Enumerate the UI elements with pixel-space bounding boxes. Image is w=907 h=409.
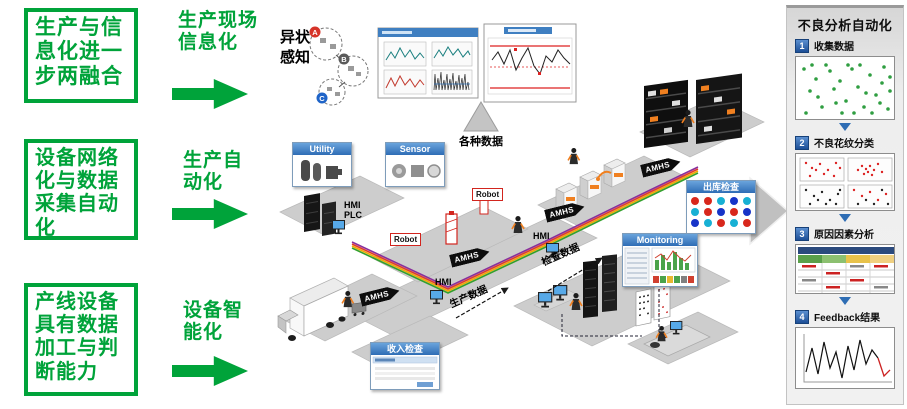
- step-label-2: 不良花纹分类: [814, 139, 874, 150]
- defect-pattern-maps: [795, 153, 895, 211]
- plc-label: PLC: [344, 210, 362, 220]
- transformation-box-2: 设备网络化与数据采集自动化: [24, 139, 138, 240]
- robot-label: Robot: [472, 188, 504, 201]
- office-desk: [643, 321, 711, 357]
- badge-a: A: [312, 28, 318, 37]
- server-rack: [602, 254, 617, 312]
- badge-c: C: [319, 94, 325, 103]
- step-number-3: 3: [795, 226, 809, 241]
- sensor-panel: Sensor: [385, 142, 445, 187]
- server-rack: [583, 260, 598, 318]
- defect-analysis-panel: 不良分析自动化 1 收集数据 2 不良花纹分类: [786, 5, 904, 405]
- analysis-monitors: [533, 285, 581, 312]
- defect-map-board: [653, 280, 671, 321]
- equipment-cabinet: [322, 201, 336, 236]
- analysis-step-3: 3 原因因素分析: [795, 226, 895, 241]
- step-number-4: 4: [795, 309, 809, 324]
- stage-arrow-1-icon: [172, 79, 248, 109]
- transformation-box-3: 产线设备具有数据加工与判断能力: [24, 283, 138, 396]
- sensor-panel-title: Sensor: [386, 143, 444, 155]
- defect-map-board: [635, 288, 652, 327]
- collected-data-scatter: [795, 56, 895, 120]
- monitoring-title: Monitoring: [623, 234, 697, 246]
- step-label-3: 原因因素分析: [814, 230, 874, 241]
- truck-icon: [277, 277, 349, 341]
- incoming-inspection-panel: 收入检查: [370, 342, 440, 390]
- stage-label-3: 设备智能化: [183, 300, 244, 344]
- step-down-arrow-icon: [839, 123, 851, 131]
- stage-label-2: 生产自动化: [183, 150, 244, 194]
- step-label-1: 收集数据: [814, 42, 854, 53]
- incoming-inspection-title: 收入检查: [371, 343, 439, 355]
- inspection-dot-grid: [691, 197, 751, 227]
- monitoring-panel: Monitoring: [622, 233, 698, 287]
- factory-diagram: A B C: [252, 0, 789, 409]
- storage-rack: [644, 79, 688, 148]
- stage-arrow-2-icon: [172, 199, 248, 229]
- analysis-step-2: 2 不良花纹分类: [795, 135, 895, 150]
- step-number-1: 1: [795, 38, 809, 53]
- outgoing-inspection-title: 出库检查: [687, 181, 755, 193]
- anomaly-sensing-label: 异状感知: [280, 29, 311, 66]
- utility-panel: Utility: [292, 142, 352, 187]
- feedback-result-chart: [795, 327, 895, 389]
- incoming-inspection-form: [372, 356, 438, 387]
- stage-arrow-3-icon: [172, 356, 248, 386]
- robot-unit: [445, 211, 458, 245]
- hmi-label: HMI: [533, 231, 550, 241]
- various-data-label: 各种数据: [459, 136, 503, 148]
- hmi-label: HMI: [435, 277, 452, 287]
- trend-charts-screen: [377, 27, 479, 99]
- analysis-step-4: 4 Feedback结果: [795, 309, 895, 324]
- sensor-icons: [392, 164, 441, 178]
- spc-chart-screen: [483, 23, 577, 103]
- analysis-step-1: 1 收集数据: [795, 38, 895, 53]
- equipment-cabinet: [304, 193, 320, 232]
- anomaly-cluster: A B C: [309, 26, 369, 106]
- robot-unit: [479, 199, 489, 215]
- cause-analysis-table: [795, 244, 895, 294]
- transformation-box-1: 生产与信息化进一步两融合: [24, 8, 138, 103]
- stage-label-1: 生产现场信息化: [178, 10, 259, 54]
- various-data-arrow-icon: [463, 101, 499, 132]
- robot-label: Robot: [390, 233, 422, 246]
- step-down-arrow-icon: [839, 297, 851, 305]
- badge-b: B: [341, 55, 347, 64]
- production-machines: [555, 158, 626, 212]
- step-label-4: Feedback结果: [814, 313, 881, 324]
- data-connectors: [455, 257, 667, 339]
- storage-rack: [696, 73, 742, 144]
- defect-analysis-title: 不良分析自动化: [797, 18, 893, 33]
- step-down-arrow-icon: [839, 214, 851, 222]
- monitoring-screenshot: [624, 247, 696, 285]
- utility-icons: [301, 160, 342, 181]
- step-number-2: 2: [795, 135, 809, 150]
- utility-panel-title: Utility: [293, 143, 351, 155]
- hmi-label: HMI: [344, 200, 361, 210]
- outgoing-inspection-panel: 出库检查: [686, 180, 756, 234]
